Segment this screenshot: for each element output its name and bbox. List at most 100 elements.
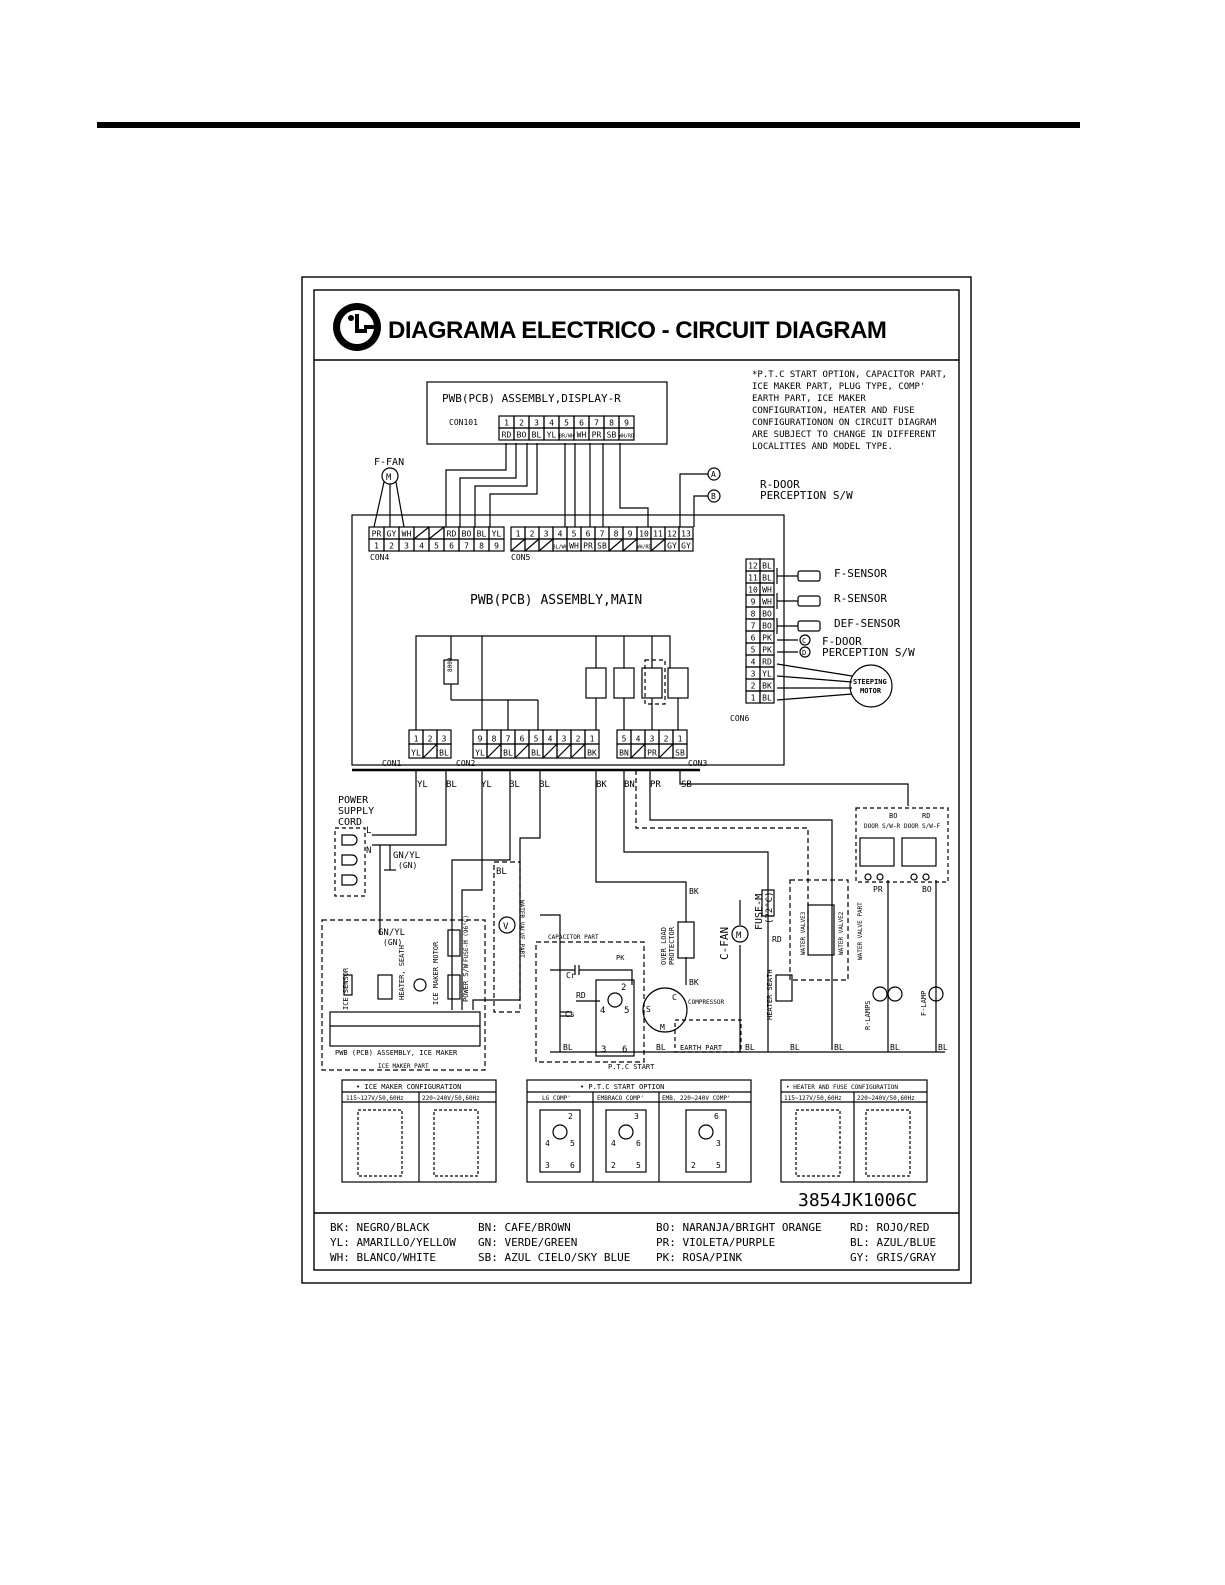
svg-text:R-SENSOR: R-SENSOR: [834, 592, 887, 605]
con4-label: YL: [492, 530, 502, 539]
con5-cell: [678, 538, 694, 552]
svg-text:M: M: [660, 1023, 665, 1032]
con5-blank: [608, 538, 624, 552]
con5-label: 2: [530, 530, 535, 539]
svg-text:EMBRACO COMP': EMBRACO COMP': [597, 1095, 644, 1102]
svg-text:2: 2: [568, 1112, 573, 1121]
svg-text:3: 3: [601, 1045, 606, 1055]
con3-label: 4: [636, 735, 641, 744]
svg-text:GN/YL: GN/YL: [378, 928, 405, 938]
svg-text:5: 5: [716, 1161, 721, 1170]
con5-label: 5: [572, 530, 577, 539]
con5-label: 10: [639, 530, 649, 539]
con2-label: 4: [548, 735, 553, 744]
svg-text:4: 4: [611, 1139, 616, 1148]
svg-text:BK: NEGRO/BLACK: BK: NEGRO/BLACK: [330, 1221, 430, 1234]
svg-text:*P.T.C START OPTION, CAPACITOR: *P.T.C START OPTION, CAPACITOR PART,: [752, 370, 947, 380]
con4-label: 5: [434, 542, 439, 551]
display-pcb: PWB(PCB) ASSEMBLY,DISPLAY-R CON101 1RD2B…: [426, 381, 668, 445]
svg-text:2: 2: [611, 1161, 616, 1170]
svg-text:EARTH PART: EARTH PART: [680, 1044, 723, 1052]
con2-blank: [542, 743, 558, 759]
con6-label: BO: [762, 622, 772, 631]
svg-text:BL: BL: [890, 1043, 900, 1052]
con6-label: BK: [762, 682, 772, 691]
con101-label: 2: [519, 419, 524, 428]
svg-text:BK: BK: [596, 780, 607, 790]
svg-text:FUSE-M (96°C): FUSE-M (96°C): [463, 915, 470, 962]
svg-text:PWB(PCB) ASSEMBLY,MAIN: PWB(PCB) ASSEMBLY,MAIN: [470, 593, 642, 608]
con101-label: 6: [579, 419, 584, 428]
svg-text:C: C: [802, 637, 806, 645]
svg-text:WATER VALVE3: WATER VALVE3: [800, 911, 807, 955]
con2-blank: [556, 743, 572, 759]
main-wiring: [352, 768, 945, 1053]
con6-label: 2: [751, 682, 756, 691]
note: *P.T.C START OPTION, CAPACITOR PART, ICE…: [752, 370, 947, 452]
svg-text:2: 2: [621, 983, 626, 993]
con5-label: 3: [544, 530, 549, 539]
diagram-title: DIAGRAMA ELECTRICO - CIRCUIT DIAGRAM: [388, 317, 886, 344]
svg-text:DOOR S/W-F: DOOR S/W-F: [904, 823, 941, 830]
svg-text:BL: AZUL/BLUE: BL: AZUL/BLUE: [850, 1236, 936, 1249]
con5-label: GY: [667, 542, 677, 551]
svg-text:F-FAN: F-FAN: [374, 457, 404, 468]
con101-cell: [618, 427, 635, 441]
svg-text:BK: BK: [689, 887, 699, 896]
door-switches-lamps: BO RD DOOR S/W-R DOOR S/W-F PR BO R-LAMP…: [855, 807, 949, 1030]
con2-label: BL: [531, 749, 541, 758]
svg-text:PERCEPTION S/W: PERCEPTION S/W: [760, 489, 853, 502]
con3-blank: [630, 743, 646, 759]
con6-label: 12: [748, 562, 758, 571]
svg-text:POWER: POWER: [338, 795, 369, 806]
svg-text:PR: PR: [650, 780, 661, 790]
con6-label: BO: [762, 610, 772, 619]
svg-text:3: 3: [634, 1112, 639, 1121]
svg-text:PWB (PCB) ASSEMBLY, ICE MAKER: PWB (PCB) ASSEMBLY, ICE MAKER: [335, 1049, 458, 1057]
svg-text:220~240V/50,60Hz: 220~240V/50,60Hz: [857, 1095, 915, 1102]
svg-text:5: 5: [624, 1006, 629, 1016]
svg-text:CORD: CORD: [338, 817, 362, 828]
svg-text:BL: BL: [938, 1043, 948, 1052]
water-valve-part: BL V WATER VALVE PART: [493, 861, 525, 1013]
svg-text:4: 4: [545, 1139, 550, 1148]
svg-text:PROTECTOR: PROTECTOR: [668, 926, 676, 965]
con6-label: 7: [751, 622, 756, 631]
con2-cell: [584, 743, 600, 759]
con6-label: 3: [751, 670, 756, 679]
svg-text:MOTOR: MOTOR: [860, 687, 882, 695]
con101-label: BL: [532, 431, 542, 440]
svg-text:F-LAMP: F-LAMP: [920, 991, 928, 1016]
con5-label: PR: [583, 542, 593, 551]
con2-label: 1: [590, 735, 595, 744]
con6-label: 6: [751, 634, 756, 643]
con101-label: YL: [547, 431, 557, 440]
svg-text:LG COMP': LG COMP': [542, 1095, 571, 1102]
svg-text:BN: BN: [624, 780, 635, 790]
svg-text:CON5: CON5: [511, 553, 530, 562]
con6-label: 5: [751, 646, 756, 655]
svg-text:DOOR S/W-R: DOOR S/W-R: [864, 823, 901, 830]
svg-text:CONFIGURATION, HEATER AND FUSE: CONFIGURATION, HEATER AND FUSE: [752, 406, 915, 416]
svg-text:YL: YL: [417, 780, 428, 790]
con101-label: WH: [577, 431, 587, 440]
con4-label: RD: [447, 530, 457, 539]
svg-text:115~127V/50,60Hz: 115~127V/50,60Hz: [784, 1095, 842, 1102]
con1-label: BL: [439, 749, 449, 758]
f-fan-motor: M F-FAN: [373, 457, 405, 528]
svg-text:F-DOOR: F-DOOR: [822, 635, 862, 648]
svg-text:BN: CAFE/BROWN: BN: CAFE/BROWN: [478, 1221, 571, 1234]
con4-label: 9: [494, 542, 499, 551]
con6-label: 9: [751, 598, 756, 607]
svg-text:• P.T.C START OPTION: • P.T.C START OPTION: [580, 1083, 664, 1091]
svg-text:YL: YL: [481, 780, 492, 790]
lg-logo: [333, 303, 381, 351]
svg-text:BL: BL: [496, 867, 507, 877]
con5-label: GY: [681, 542, 691, 551]
svg-text:DEF-SENSOR: DEF-SENSOR: [834, 617, 901, 630]
svg-text:CON6: CON6: [730, 714, 749, 723]
